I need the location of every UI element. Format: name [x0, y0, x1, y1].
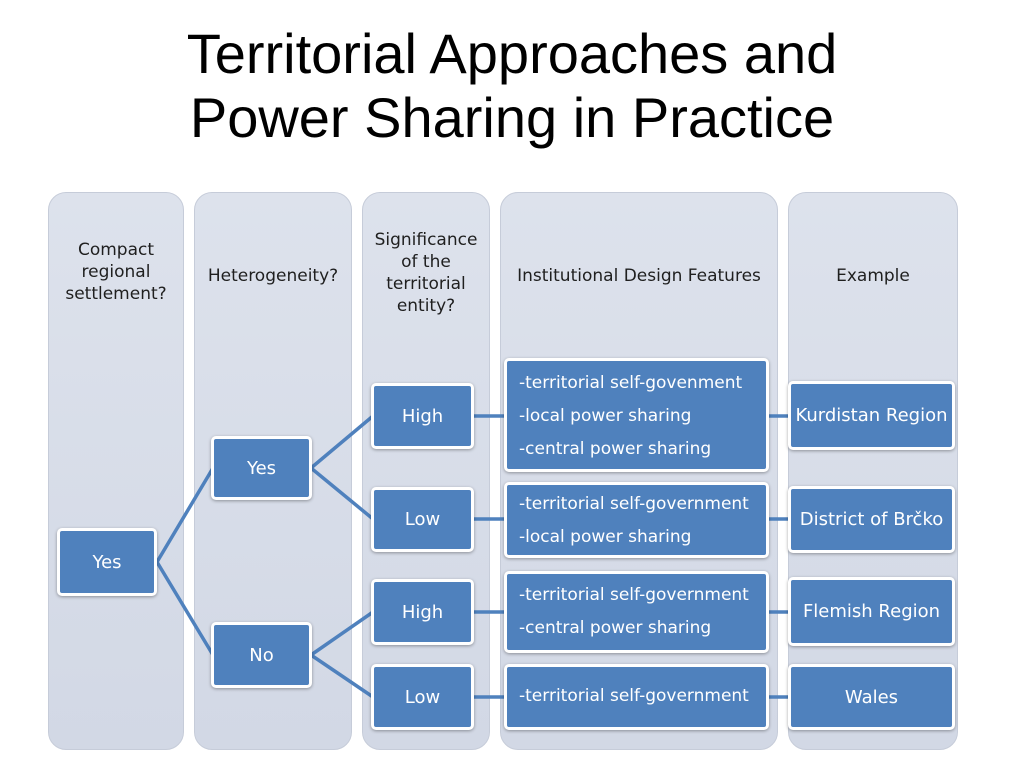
connector	[309, 653, 375, 699]
header-line: regional	[81, 262, 151, 282]
significance-high-node: High	[371, 579, 474, 645]
heterogeneity-no-node: No	[211, 622, 312, 688]
feature-item: -central power sharing	[519, 618, 712, 638]
significance-high-node: High	[371, 383, 474, 449]
connector	[155, 466, 215, 564]
header-line: Compact	[77, 240, 155, 260]
header-line: entity?	[396, 296, 456, 316]
feature-item: -local power sharing	[519, 406, 692, 426]
slide-title: Territorial Approaches and Power Sharing…	[0, 22, 1024, 150]
example-box: Wales	[788, 664, 955, 730]
connector	[309, 414, 375, 470]
significance-low-node: Low	[371, 487, 474, 552]
header-line: Significance	[374, 230, 478, 250]
example-box: Kurdistan Region	[788, 381, 955, 450]
connector	[309, 466, 375, 521]
column-example: Example	[788, 192, 958, 750]
column-significance: Significance of the territorial entity?	[362, 192, 490, 750]
feature-box: -territorial self-government -local powe…	[504, 482, 769, 558]
feature-item: -territorial self-government	[519, 494, 749, 514]
column-header: Heterogeneity?	[195, 265, 351, 287]
column-compact-settlement: Compact regional settlement?	[48, 192, 184, 750]
feature-item: -territorial self-govenment	[519, 373, 743, 393]
feature-box: -territorial self-government -central po…	[504, 571, 769, 653]
settlement-yes-node: Yes	[57, 528, 157, 596]
column-header: Compact regional settlement?	[49, 239, 183, 305]
header-line: of the	[401, 252, 451, 272]
feature-item: -local power sharing	[519, 527, 692, 547]
header-line: territorial	[386, 274, 466, 294]
header-line: Institutional Design Features	[517, 266, 761, 286]
feature-item: -territorial self-government	[519, 686, 749, 706]
feature-item: -central power sharing	[519, 439, 712, 459]
feature-item: -territorial self-government	[519, 585, 749, 605]
connector	[309, 610, 375, 657]
column-header: Significance of the territorial entity?	[363, 229, 489, 317]
header-line: Heterogeneity?	[207, 266, 339, 286]
column-header: Institutional Design Features	[501, 265, 777, 287]
column-header: Example	[789, 265, 957, 287]
header-line: settlement?	[65, 284, 167, 304]
feature-box: -territorial self-government	[504, 664, 769, 730]
feature-box: -territorial self-govenment -local power…	[504, 358, 769, 472]
example-box: District of Brčko	[788, 486, 955, 553]
example-box: Flemish Region	[788, 577, 955, 646]
connector	[155, 560, 215, 657]
heterogeneity-yes-node: Yes	[211, 436, 312, 500]
significance-low-node: Low	[371, 664, 474, 730]
header-line: Example	[836, 266, 910, 286]
title-line-2: Power Sharing in Practice	[189, 86, 835, 149]
title-line-1: Territorial Approaches and	[186, 22, 838, 85]
